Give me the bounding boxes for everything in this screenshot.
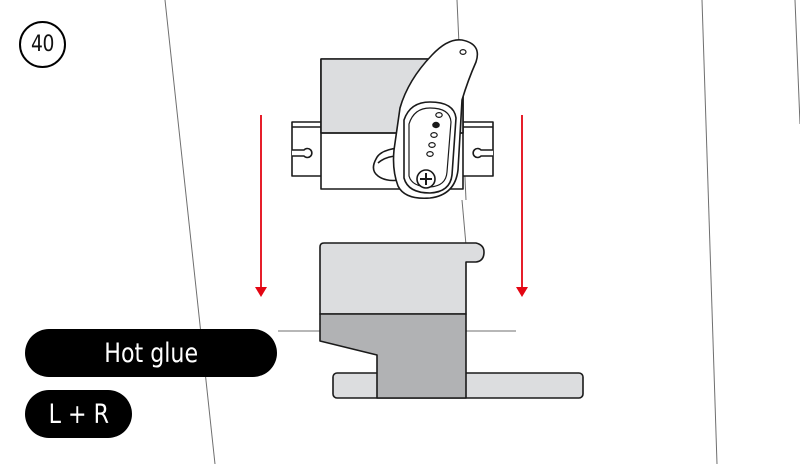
horn-hole xyxy=(428,142,436,149)
right-mounting-tab xyxy=(461,121,494,177)
adhesive-label-text: Hot glue xyxy=(104,337,198,369)
horn-hole xyxy=(426,151,434,158)
sides-label-text: L + R xyxy=(48,398,109,430)
horn-screw-icon xyxy=(416,169,436,189)
step-number-badge: 40 xyxy=(19,21,66,68)
down-arrow-left-icon xyxy=(255,115,267,297)
horn-hole xyxy=(435,111,443,118)
glue-area xyxy=(319,313,467,399)
horn-hole-filled xyxy=(432,121,440,129)
step-number: 40 xyxy=(31,32,54,57)
horn-hole xyxy=(459,48,467,55)
sides-label: L + R xyxy=(25,390,132,438)
bracket xyxy=(319,242,584,399)
horn-hole xyxy=(430,132,438,139)
bracket-upper xyxy=(319,242,485,315)
down-arrow-right-icon xyxy=(516,115,528,297)
adhesive-label: Hot glue xyxy=(25,329,277,377)
servo-assembly xyxy=(291,38,494,200)
background-guide-lines xyxy=(164,0,800,464)
left-mounting-tab xyxy=(291,121,323,177)
